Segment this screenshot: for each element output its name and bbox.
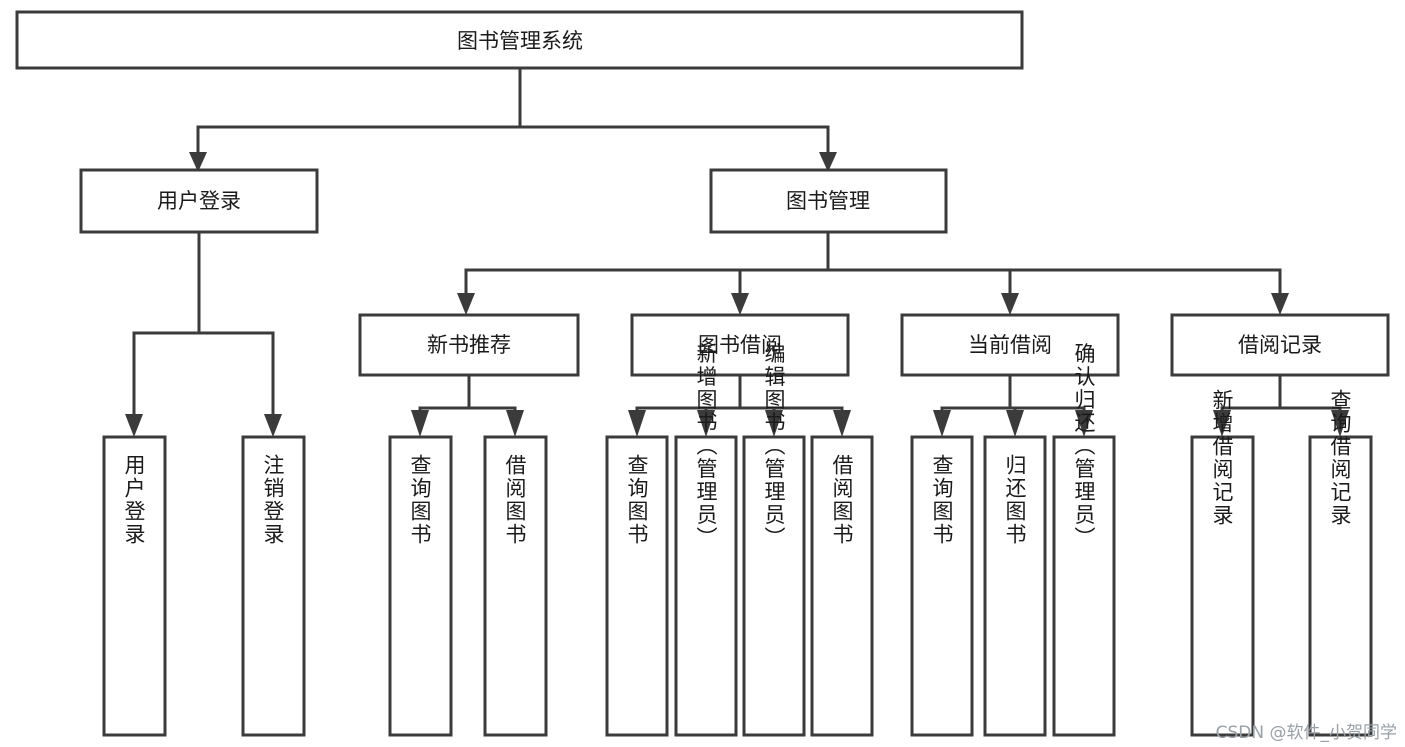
node-leaf-add-record-label: 新增借阅记录 [1210,389,1234,527]
node-leaf-add-book[interactable]: 新增图书（管理员） [674,343,738,737]
arrow-to-leaf-user-login [125,414,143,437]
arrow-to-leaf-query-book-cur [933,410,951,437]
node-leaf-return-book-label: 归还图书 [1003,454,1027,546]
connector-layer [125,66,1349,437]
node-leaf-user-login-box[interactable] [102,435,167,737]
node-leaf-user-login-label: 用户登录 [122,454,146,546]
node-leaf-add-book-label: 新增图书（管理员） [694,343,718,550]
node-leaf-borrow-book-rec[interactable]: 借阅图书 [483,435,548,737]
node-root-box[interactable] [15,10,1024,70]
node-new-book-recommend[interactable]: 新书推荐 [358,313,580,377]
node-leaf-query-book-borrow[interactable]: 查询图书 [605,435,669,737]
node-leaf-borrow-book-rec-box[interactable] [483,435,548,737]
arrow-to-borrow-record [1271,293,1289,315]
node-leaf-return-book-box[interactable] [983,435,1047,737]
node-leaf-borrow-book-box[interactable] [810,435,874,737]
node-leaf-return-book[interactable]: 归还图书 [983,435,1047,737]
node-new-book-recommend-label: 新书推荐 [427,333,511,357]
arrow-to-leaf-add-book [697,410,715,437]
node-leaf-query-record-box[interactable] [1308,435,1373,737]
arrow-to-leaf-query-book-borrow [628,410,646,437]
arrow-to-new-book-recommend [457,293,475,315]
edge-user-login-bus [132,230,275,420]
node-book-manage-label: 图书管理 [786,189,870,213]
node-leaf-add-record-box[interactable] [1190,435,1255,737]
node-leaf-borrow-book-rec-label: 借阅图书 [503,454,527,546]
node-leaf-edit-book-label: 编辑图书（管理员） [762,343,786,550]
node-leaf-edit-book[interactable]: 编辑图书（管理员） [742,343,806,737]
node-leaf-confirm-return[interactable]: 确认归还（管理员） [1052,343,1116,737]
arrow-to-leaf-borrow-book-rec [506,410,524,437]
node-leaf-borrow-book-label: 借阅图书 [830,454,854,546]
node-leaf-user-logout-box[interactable] [241,435,306,737]
node-borrow-record[interactable]: 借阅记录 [1170,313,1390,377]
node-leaf-confirm-return-box[interactable] [1052,435,1116,737]
node-new-book-recommend-box[interactable] [358,313,580,377]
node-leaf-query-book-cur-box[interactable] [910,435,974,737]
node-layer: 图书管理系统 用户登录 图书管理 新书推荐 图书借阅 当前 [15,10,1390,737]
arrow-to-leaf-query-book-rec [411,410,429,437]
node-leaf-add-book-box[interactable] [674,435,738,737]
node-borrow-record-box[interactable] [1170,313,1390,377]
node-user-login-box[interactable] [79,168,319,234]
node-current-borrow[interactable]: 当前借阅 [900,313,1120,377]
arrow-to-leaf-confirm-return [1075,410,1093,437]
node-leaf-borrow-book[interactable]: 借阅图书 [810,435,874,737]
edge-new-book-recommend-bus [418,373,517,420]
node-book-borrow-box[interactable] [630,313,850,377]
node-book-manage[interactable]: 图书管理 [709,168,948,234]
node-leaf-query-book-cur[interactable]: 查询图书 [910,435,974,737]
arrow-to-leaf-user-logout [264,414,282,437]
edge-root-bus [196,66,830,157]
node-root-label: 图书管理系统 [457,29,583,53]
node-root[interactable]: 图书管理系统 [15,10,1024,70]
node-leaf-confirm-return-label: 确认归还（管理员） [1072,343,1096,550]
arrow-to-book-manage [819,152,837,172]
arrow-to-leaf-query-record [1331,410,1349,437]
node-leaf-user-login[interactable]: 用户登录 [102,435,167,737]
arrow-to-user-login [189,152,207,172]
edge-borrow-record-bus [1220,373,1342,420]
arrow-to-leaf-edit-book [765,410,783,437]
node-leaf-query-book-rec-box[interactable] [388,435,453,737]
node-leaf-query-book-rec[interactable]: 查询图书 [388,435,453,737]
node-leaf-query-book-borrow-box[interactable] [605,435,669,737]
node-current-borrow-label: 当前借阅 [968,333,1052,357]
node-book-borrow[interactable]: 图书借阅 [630,313,850,377]
node-current-borrow-box[interactable] [900,313,1120,377]
node-leaf-query-book-rec-label: 查询图书 [408,454,432,546]
node-leaf-user-logout[interactable]: 注销登录 [241,435,306,737]
arrow-to-leaf-return-book [1006,410,1024,437]
arrow-to-leaf-add-record [1213,410,1231,437]
node-user-login-label: 用户登录 [157,189,241,213]
node-leaf-query-book-cur-label: 查询图书 [930,454,954,546]
node-leaf-query-book-borrow-label: 查询图书 [625,454,649,546]
edge-book-borrow-bus [635,373,844,420]
node-leaf-query-record-label: 查询借阅记录 [1328,389,1352,527]
node-book-manage-box[interactable] [709,168,948,234]
node-leaf-add-record[interactable]: 新增借阅记录 [1190,389,1255,737]
node-borrow-record-label: 借阅记录 [1238,333,1322,357]
node-leaf-query-record[interactable]: 查询借阅记录 [1308,389,1373,737]
edge-book-manage-bus [464,230,1282,299]
arrow-to-book-borrow [731,293,749,315]
node-book-borrow-label: 图书借阅 [698,333,782,357]
node-leaf-user-logout-label: 注销登录 [261,454,285,546]
node-leaf-edit-book-box[interactable] [742,435,806,737]
arrow-to-leaf-borrow-book [833,410,851,437]
node-user-login[interactable]: 用户登录 [79,168,319,234]
arrow-to-current-borrow [1001,293,1019,315]
